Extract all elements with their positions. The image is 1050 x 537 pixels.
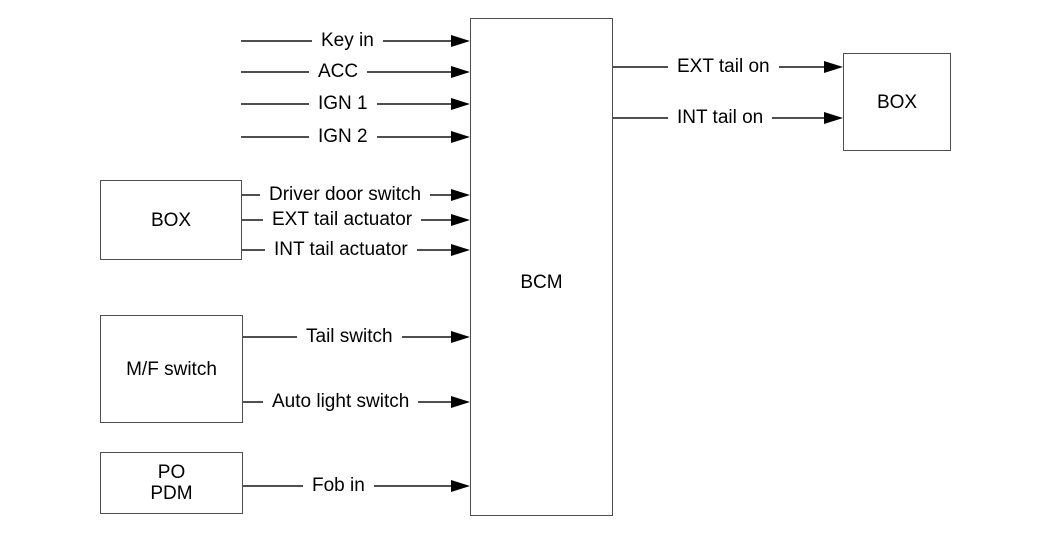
node-bcm: BCM — [470, 18, 613, 516]
wire — [367, 71, 451, 73]
arrowhead-icon — [451, 480, 470, 492]
node-left-box-label: BOX — [150, 209, 192, 231]
signal-fob-in-label: Fob in — [312, 475, 365, 496]
node-left-box: BOX — [100, 180, 242, 260]
arrowhead-icon — [824, 61, 843, 73]
arrowhead-icon — [451, 98, 470, 110]
signal-driver-door-switch: Driver door switch — [242, 184, 470, 206]
arrowhead-icon — [451, 244, 470, 256]
wire — [613, 117, 668, 119]
wire — [376, 136, 451, 138]
wire — [613, 66, 668, 68]
wire — [241, 71, 309, 73]
signal-ign-2-label: IGN 2 — [318, 126, 368, 147]
signal-acc-label: ACC — [318, 61, 359, 82]
wire — [242, 194, 260, 196]
signal-ext-tail-actuator-label: EXT tail actuator — [272, 209, 413, 230]
signal-ign-1: IGN 1 — [241, 93, 470, 115]
wire — [243, 485, 303, 487]
arrowhead-icon — [451, 396, 470, 408]
signal-fob-in: Fob in — [243, 475, 470, 497]
wire — [243, 401, 263, 403]
signal-auto-light-switch-label: Auto light switch — [272, 391, 410, 412]
signal-int-tail-on: INT tail on — [613, 107, 843, 129]
signal-key-in-label: Key in — [321, 30, 374, 51]
node-bcm-label: BCM — [520, 272, 563, 293]
signal-driver-door-switch-label: Driver door switch — [269, 184, 422, 205]
node-right-box-label: BOX — [876, 91, 918, 113]
node-right-box: BOX — [843, 53, 951, 151]
wire — [382, 40, 451, 42]
arrowhead-icon — [451, 189, 470, 201]
signal-key-in: Key in — [241, 30, 470, 52]
arrowhead-icon — [451, 214, 470, 226]
wire — [373, 485, 451, 487]
arrowhead-icon — [451, 331, 470, 343]
signal-auto-light-switch: Auto light switch — [243, 391, 470, 413]
wire — [418, 401, 451, 403]
signal-tail-switch-label: Tail switch — [306, 326, 393, 347]
arrowhead-icon — [451, 35, 470, 47]
arrowhead-icon — [451, 131, 470, 143]
signal-ign-1-label: IGN 1 — [318, 93, 368, 114]
wire — [416, 249, 451, 251]
wire — [241, 136, 309, 138]
wire — [421, 219, 451, 221]
wire — [243, 336, 297, 338]
wire — [242, 219, 263, 221]
node-po-pdm-label: PO PDM — [150, 462, 192, 504]
wire — [376, 103, 451, 105]
wire — [778, 66, 824, 68]
signal-ext-tail-actuator: EXT tail actuator — [242, 209, 470, 231]
node-po-pdm-label-line2: PDM — [150, 483, 193, 504]
wire — [241, 40, 312, 42]
signal-int-tail-on-label: INT tail on — [677, 107, 764, 128]
arrowhead-icon — [824, 112, 843, 124]
wire — [430, 194, 451, 196]
wire — [241, 103, 309, 105]
wire — [772, 117, 824, 119]
signal-tail-switch: Tail switch — [243, 326, 470, 348]
node-mf-switch-label: M/F switch — [126, 358, 217, 380]
signal-ext-tail-on-label: EXT tail on — [677, 56, 770, 77]
node-mf-switch: M/F switch — [100, 315, 243, 423]
node-po-pdm: PO PDM — [100, 452, 243, 514]
signal-int-tail-actuator: INT tail actuator — [242, 239, 470, 261]
wire — [401, 336, 451, 338]
signal-acc: ACC — [241, 61, 470, 83]
signal-int-tail-actuator-label: INT tail actuator — [274, 239, 408, 260]
arrowhead-icon — [451, 66, 470, 78]
node-po-pdm-label-line1: PO — [157, 462, 186, 483]
signal-ign-2: IGN 2 — [241, 126, 470, 148]
signal-ext-tail-on: EXT tail on — [613, 56, 843, 78]
wire — [242, 249, 265, 251]
